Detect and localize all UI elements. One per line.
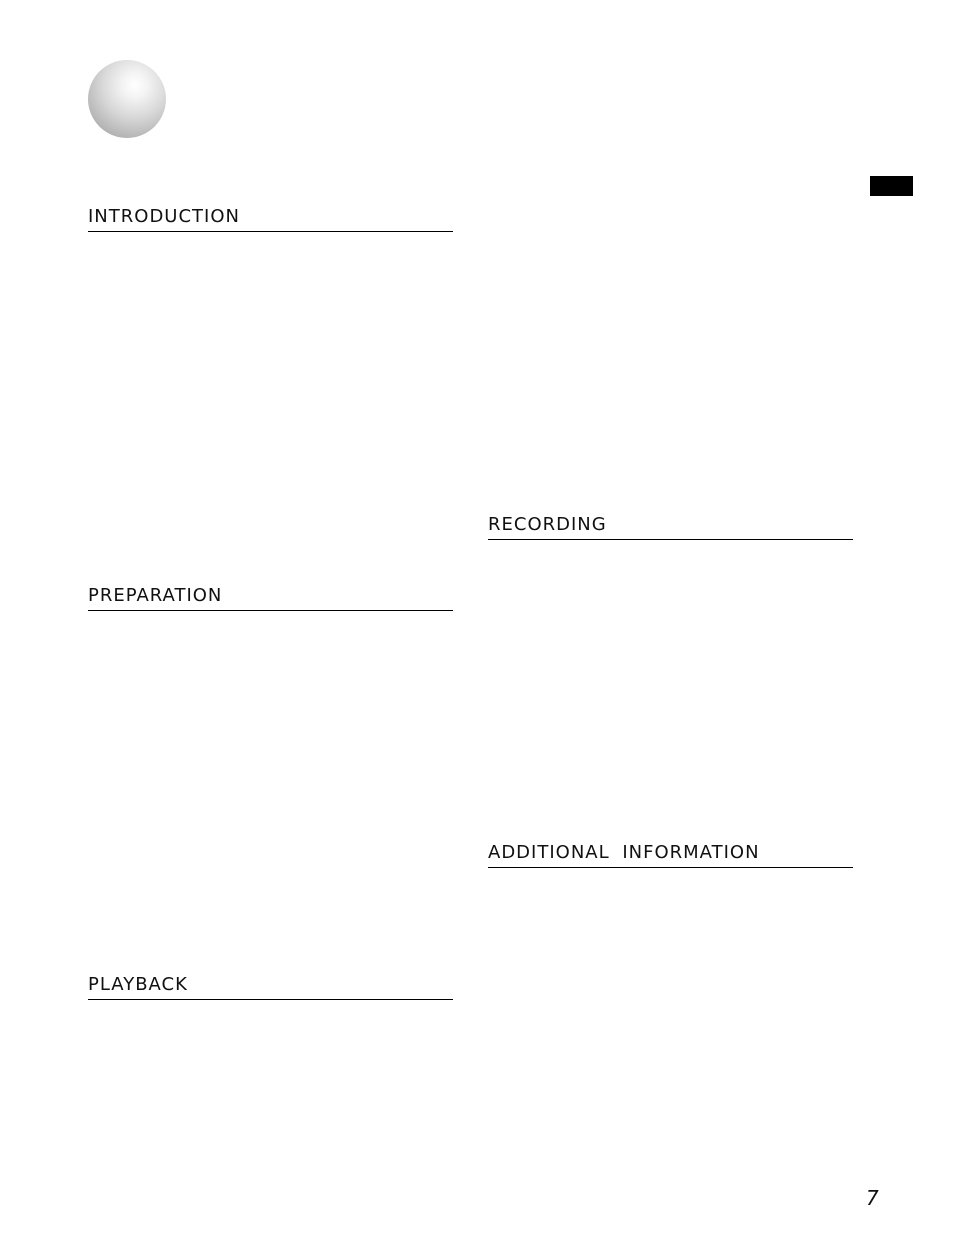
- page-number: 7: [866, 1186, 879, 1210]
- section-heading-recording: RECORDING: [488, 514, 853, 540]
- section-heading-playback: PLAYBACK: [88, 974, 453, 1000]
- section-heading-introduction: INTRODUCTION: [88, 206, 453, 232]
- chapter-sphere-icon: [88, 60, 166, 138]
- section-heading-preparation: PREPARATION: [88, 585, 453, 611]
- section-heading-additional-information: ADDITIONAL INFORMATION: [488, 842, 853, 868]
- edge-tab-marker: [870, 176, 913, 196]
